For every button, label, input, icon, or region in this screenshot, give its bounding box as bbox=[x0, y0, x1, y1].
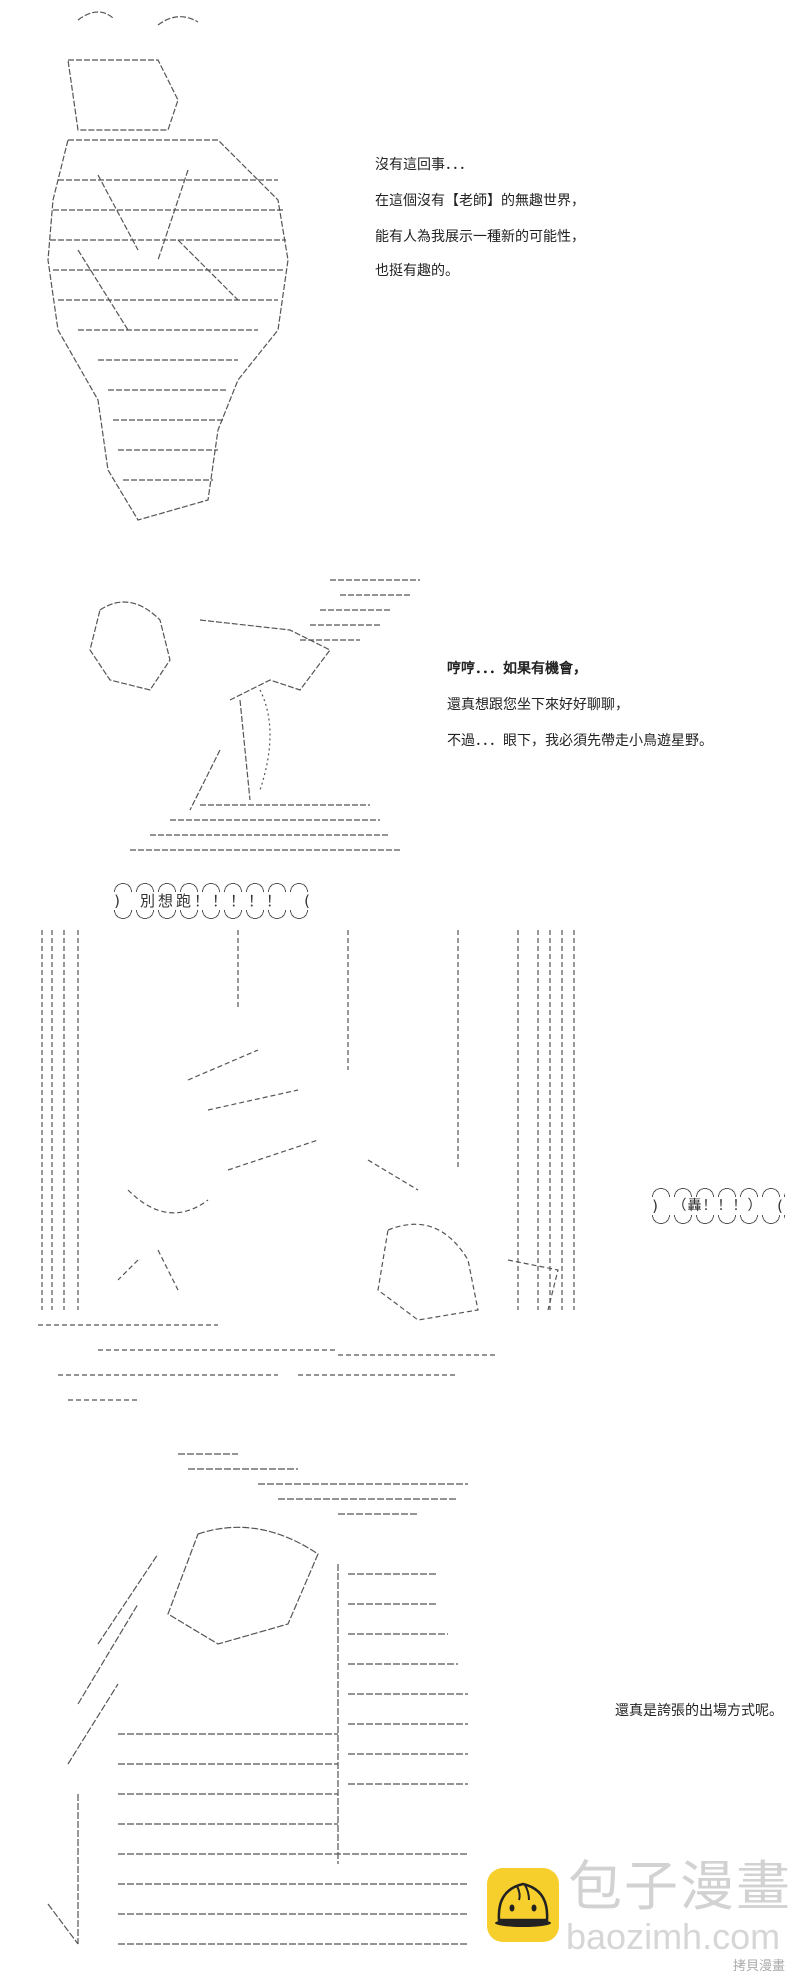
dialog-line: 還真想跟您坐下來好好聊聊， bbox=[447, 697, 629, 713]
watermark-url: baozimh.com bbox=[566, 1916, 781, 1957]
ascii-art-figure-1 bbox=[38, 0, 303, 540]
bubble-edge-bottom bbox=[650, 1215, 785, 1227]
bubble-left-edge: ) bbox=[114, 892, 120, 910]
ascii-art-scene-3 bbox=[38, 930, 578, 1430]
bubble-text: （轟！！！） bbox=[672, 1198, 763, 1214]
dialog-line: 哼哼．．．如果有機會， bbox=[447, 661, 587, 677]
bubble-right-edge: ( bbox=[304, 892, 310, 910]
bubble-edge-top bbox=[112, 880, 312, 892]
bubble-text: 別想跑！！！！！ bbox=[139, 892, 284, 910]
shout-bubble-2: ) （轟！！！） ( bbox=[650, 1185, 785, 1227]
bubble-edge-top bbox=[650, 1185, 785, 1197]
watermark-title: 包子漫畫 bbox=[568, 1855, 792, 1918]
dialog-line: 在這個沒有【老師】的無趣世界， bbox=[375, 193, 585, 209]
shout-bubble-1: ) 別想跑！！！！！ ( bbox=[112, 880, 312, 922]
dialog-line: 也挺有趣的。 bbox=[375, 263, 459, 279]
dialog-line: 沒有這回事．．． bbox=[375, 157, 473, 173]
dialog-line: 能有人為我展示一種新的可能性， bbox=[375, 229, 585, 245]
ascii-art-figure-2 bbox=[70, 550, 430, 865]
baozi-logo-icon bbox=[487, 1868, 559, 1942]
bubble-right-edge: ( bbox=[777, 1197, 783, 1215]
bubble-edge-bottom bbox=[112, 910, 312, 922]
watermark-subtitle: 拷貝漫畫 bbox=[733, 1959, 786, 1974]
bubble-left-edge: ) bbox=[652, 1197, 658, 1215]
dialog-line: 不過．．．眼下，我必須先帶走小鳥遊星野。 bbox=[447, 733, 713, 749]
dialog-line: 還真是誇張的出場方式呢。 bbox=[615, 1703, 783, 1719]
ascii-art-scene-4 bbox=[38, 1444, 478, 1964]
